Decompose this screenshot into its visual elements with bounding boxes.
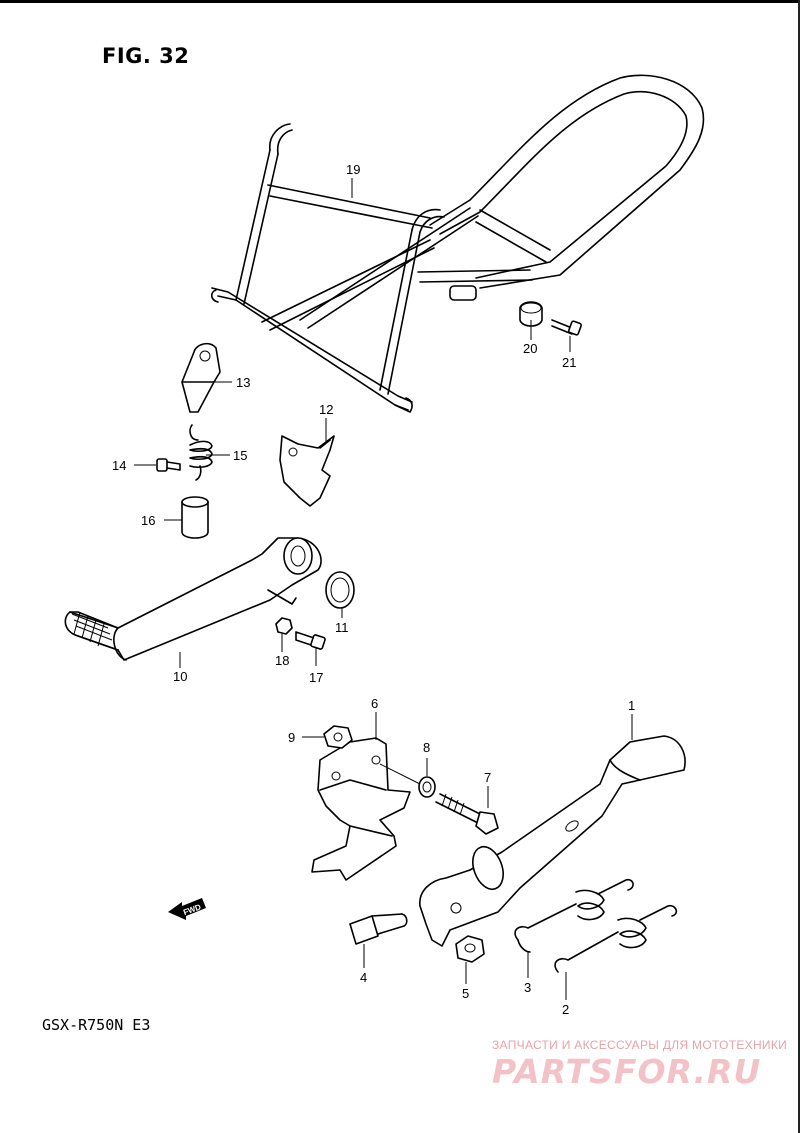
callout-14: 14 <box>112 458 126 473</box>
bracket-part-6[interactable] <box>311 737 411 881</box>
spring-part-2[interactable] <box>554 904 678 973</box>
leader-lines <box>134 178 633 1000</box>
bolt-part-7[interactable] <box>435 793 499 835</box>
callout-3: 3 <box>524 980 531 995</box>
callout-5: 5 <box>462 986 469 1001</box>
callout-4: 4 <box>360 970 367 985</box>
callout-numbers: 19 20 21 13 12 14 15 16 10 11 18 17 6 9 … <box>112 162 635 1017</box>
washer-part-11[interactable] <box>325 571 355 609</box>
fwd-label: FWD <box>182 902 202 917</box>
callout-9: 9 <box>288 730 295 745</box>
bolt-part-14[interactable] <box>156 458 181 472</box>
callout-10: 10 <box>173 669 187 684</box>
callout-6: 6 <box>371 696 378 711</box>
bushing-part-20[interactable] <box>519 301 543 327</box>
bolt-part-4[interactable] <box>349 913 408 945</box>
callout-11: 11 <box>335 620 349 635</box>
watermark-logo: PARTSFOR.RU <box>492 1052 762 1091</box>
model-label: GSX-R750N E3 <box>42 1016 151 1034</box>
side-stand-part-1[interactable] <box>419 735 686 947</box>
bolt-part-17[interactable] <box>295 631 326 650</box>
collar-part-16[interactable] <box>181 496 209 539</box>
callout-2: 2 <box>562 1002 569 1017</box>
washer-part-8[interactable] <box>418 776 436 798</box>
axis-line <box>379 763 421 785</box>
callout-20: 20 <box>523 341 537 356</box>
bracket-part-12[interactable] <box>279 435 335 507</box>
bracket-part-13[interactable] <box>181 342 221 413</box>
nut-part-5[interactable] <box>455 935 485 963</box>
callout-18: 18 <box>275 653 289 668</box>
spring-part-3[interactable] <box>514 878 634 953</box>
top-border <box>0 0 800 3</box>
callout-21: 21 <box>562 355 576 370</box>
callout-1: 1 <box>628 698 635 713</box>
right-border <box>798 0 800 1133</box>
bolt-part-21[interactable] <box>551 319 582 336</box>
nut-part-9[interactable] <box>323 725 353 749</box>
callout-16: 16 <box>141 513 155 528</box>
stand-frame-part[interactable] <box>210 74 705 413</box>
spring-part-15[interactable] <box>189 424 213 481</box>
watermark-caption: ЗАПЧАСТИ И АКСЕССУАРЫ ДЛЯ МОТОТЕХНИКИ <box>492 1038 788 1052</box>
callout-17: 17 <box>309 670 323 685</box>
callout-7: 7 <box>484 770 491 785</box>
callout-12: 12 <box>319 402 333 417</box>
callout-8: 8 <box>423 740 430 755</box>
figure-title: FIG. 32 <box>102 44 190 68</box>
nut-part-18[interactable] <box>275 617 293 635</box>
callout-13: 13 <box>236 375 250 390</box>
callout-19: 19 <box>346 162 360 177</box>
arm-part-10[interactable] <box>64 537 322 661</box>
callout-15: 15 <box>233 448 247 463</box>
fwd-arrow-icon: FWD <box>168 898 206 920</box>
